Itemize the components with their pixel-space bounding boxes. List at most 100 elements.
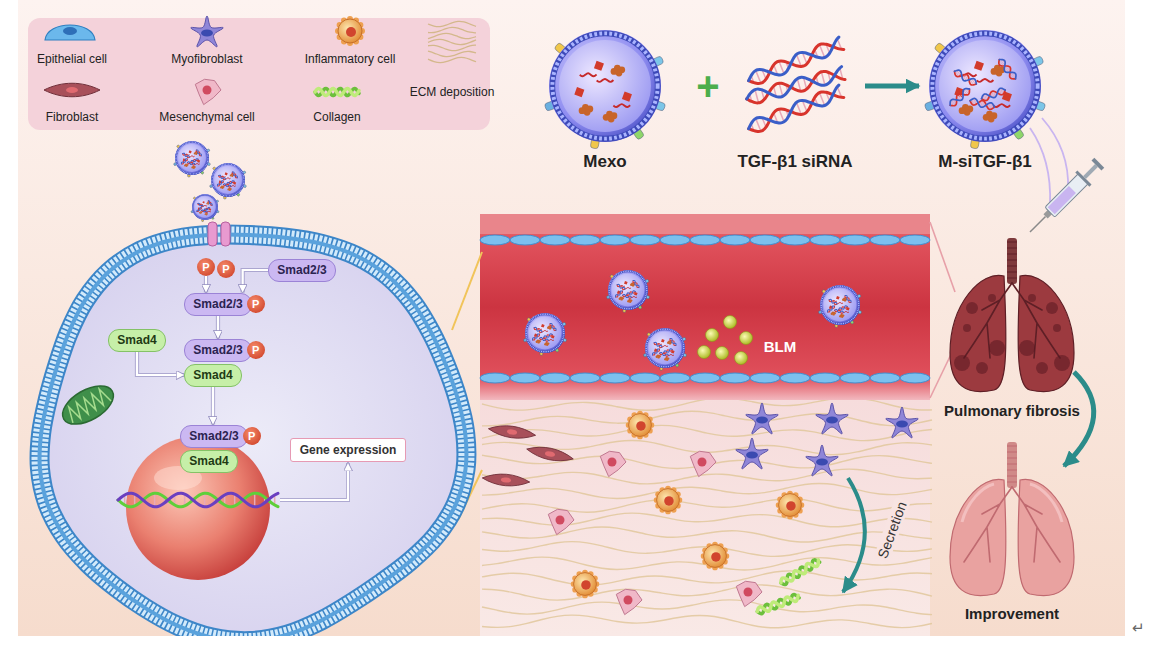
- connector-group: [243, 270, 269, 293]
- fibrotic-tissue: [480, 398, 932, 636]
- blood-vessel: [690, 235, 720, 245]
- blood-vessel: [480, 235, 510, 245]
- fibrotic-tissue: [482, 615, 932, 628]
- exosome-uptake: [196, 207, 201, 212]
- circulating-exosome: [526, 314, 564, 352]
- blood-vessel: [840, 235, 870, 245]
- fibrotic-tissue: [482, 469, 932, 484]
- state-label: Improvement: [965, 605, 1059, 622]
- healthy-lung: [1007, 482, 1017, 483]
- circulating-exosome: [606, 270, 649, 312]
- connector-group: [206, 276, 207, 293]
- circulating-exosome: [615, 290, 623, 298]
- inflammatory-cell: [581, 580, 591, 590]
- zoom-line: [452, 252, 482, 330]
- circulating-exosome: [534, 327, 543, 334]
- phosphate-group: P: [247, 341, 265, 359]
- myofibroblast-cell: [816, 459, 828, 466]
- circulating-exosome: [662, 345, 668, 346]
- legend-icon: [428, 45, 476, 51]
- loaded-exosome-shape: [997, 57, 1018, 81]
- node-text: Smad4: [193, 368, 232, 383]
- exosome-uptake: [191, 194, 219, 222]
- circulating-exosome: [626, 290, 635, 295]
- exosome-uptake: [223, 183, 231, 187]
- mesenchymal-cell: [600, 451, 626, 476]
- healthy-lung: [1012, 479, 1074, 595]
- collagen-fibril: [756, 593, 800, 615]
- circulating-exosome: [843, 311, 849, 312]
- inflammatory-cell: [571, 570, 600, 599]
- exosome-vesicle-shape: [544, 30, 666, 149]
- legend-label: Myofibroblast: [171, 52, 242, 66]
- signal-arrow: [243, 270, 269, 293]
- blood-vessel: [870, 235, 900, 245]
- process-label: Secretion: [873, 497, 910, 564]
- circulating-exosome: [663, 348, 672, 353]
- legend-icon: [428, 21, 476, 62]
- circulating-exosome: [839, 315, 841, 317]
- legend-icon: [191, 16, 223, 47]
- exosome-uptake: [201, 210, 207, 213]
- fibroblast-cell: [482, 472, 530, 488]
- healthy-lung: [950, 479, 1012, 595]
- circulating-exosome: [626, 290, 635, 295]
- loaded-exosome-shape: [948, 87, 972, 108]
- circulating-exosome: [829, 299, 838, 306]
- exosome-uptake: [181, 158, 188, 164]
- target-cell: [39, 234, 466, 636]
- circulating-exosome: [631, 296, 637, 297]
- fibrotic-lung: [963, 324, 971, 332]
- smad4-protein: Smad4: [184, 364, 241, 387]
- zoom-line: [1030, 128, 1050, 205]
- sirna-helix-shape: [779, 61, 784, 74]
- circulating-exosome: [842, 299, 844, 301]
- fibrotic-lung: [1007, 272, 1017, 273]
- sirna-helix-shape: [725, 22, 865, 150]
- legend-label: Fibroblast: [46, 110, 99, 124]
- fibrotic-lung: [966, 302, 978, 314]
- target-cell: [39, 222, 466, 636]
- circulating-exosome: [632, 280, 640, 288]
- circulating-exosome: [547, 327, 549, 329]
- healthy-lung: [950, 442, 1074, 596]
- exosome-uptake: [196, 149, 202, 156]
- exosome-uptake: [182, 153, 190, 159]
- collagen-fibril: [756, 593, 800, 615]
- circulating-exosome: [625, 287, 631, 288]
- circulating-exosome: [624, 281, 628, 285]
- fibrotic-tissue: [482, 483, 932, 498]
- exosome-uptake: [232, 171, 238, 178]
- nucleus: [126, 436, 270, 580]
- dna-helix: [118, 493, 278, 507]
- healthy-lung: [1007, 452, 1017, 453]
- node-text: TGF-β1 siRNA: [725, 152, 865, 172]
- blood-vessel: [810, 235, 840, 245]
- fibrotic-tissue: [482, 600, 932, 615]
- loaded-exosome-shape: [969, 97, 995, 110]
- loaded-exosome-shape: [980, 87, 1006, 102]
- exosome-uptake: [195, 163, 200, 165]
- loaded-exosome-shape: [939, 40, 1031, 132]
- circulating-exosome: [838, 305, 847, 310]
- legend-icon: [201, 30, 213, 37]
- collagen-fibril: [779, 558, 821, 586]
- circulating-exosome: [532, 333, 540, 341]
- exosome-uptake: [181, 158, 188, 164]
- connector-shadow: [204, 276, 208, 293]
- mesenchymal-cell: [736, 581, 762, 606]
- zoom-line: [930, 222, 955, 292]
- circulating-exosome: [612, 274, 645, 307]
- exosome-uptake: [214, 166, 242, 194]
- exosome-vesicle-shape: [622, 92, 632, 102]
- inflammatory-cell: [654, 486, 683, 515]
- collagen-fibril: [779, 558, 821, 586]
- myofibroblast-cell: [896, 421, 908, 428]
- blood-vessel: [630, 235, 660, 245]
- loaded-exosome-shape: [953, 68, 978, 86]
- exosome-vesicle-shape: [574, 87, 584, 97]
- connector-shadow: [216, 316, 220, 339]
- exosome-uptake: [217, 180, 224, 186]
- legend-label: ECM deposition: [410, 85, 495, 99]
